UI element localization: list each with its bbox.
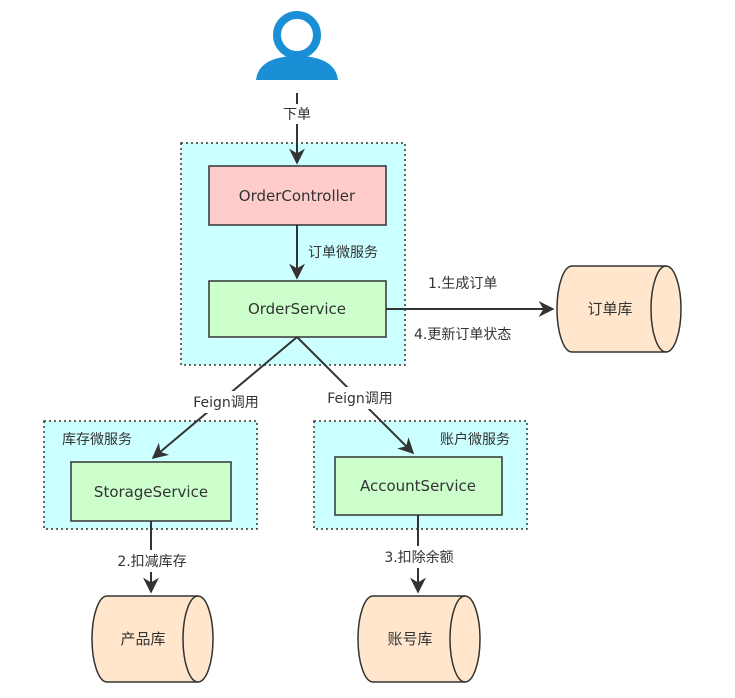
edge-label-update-order-status: 4.更新订单状态 [414, 327, 511, 343]
account-service-label: AccountService [360, 477, 476, 495]
user-icon [256, 11, 338, 80]
order-controller-node [208, 165, 387, 226]
storage-group-label: 库存微服务 [62, 432, 132, 448]
product-db-cylinder [91, 595, 214, 683]
order-db-cylinder [556, 265, 682, 353]
order-controller-label: OrderController [239, 187, 356, 205]
edge-label-feign-storage: Feign调用 [193, 395, 259, 411]
account-service-node [334, 456, 503, 516]
account-db-label: 账号库 [387, 630, 432, 648]
edge-label-create-order: 1.生成订单 [428, 276, 497, 292]
account-db-cylinder [357, 595, 481, 683]
edge-label-place-order: 下单 [283, 107, 311, 123]
storage-service-label: StorageService [94, 483, 208, 501]
edge-label-deduct-stock: 2.扣减库存 [117, 554, 186, 570]
product-db-label: 产品库 [120, 630, 165, 648]
order-db-label: 订单库 [587, 300, 632, 318]
edge-label-feign-account: Feign调用 [327, 391, 393, 407]
edge-label-deduct-balance: 3.扣除余额 [384, 549, 453, 566]
edge-label-controller-to-service: 订单微服务 [308, 245, 378, 261]
order-service-label: OrderService [248, 300, 346, 318]
account-group-label: 账户微服务 [440, 431, 510, 448]
